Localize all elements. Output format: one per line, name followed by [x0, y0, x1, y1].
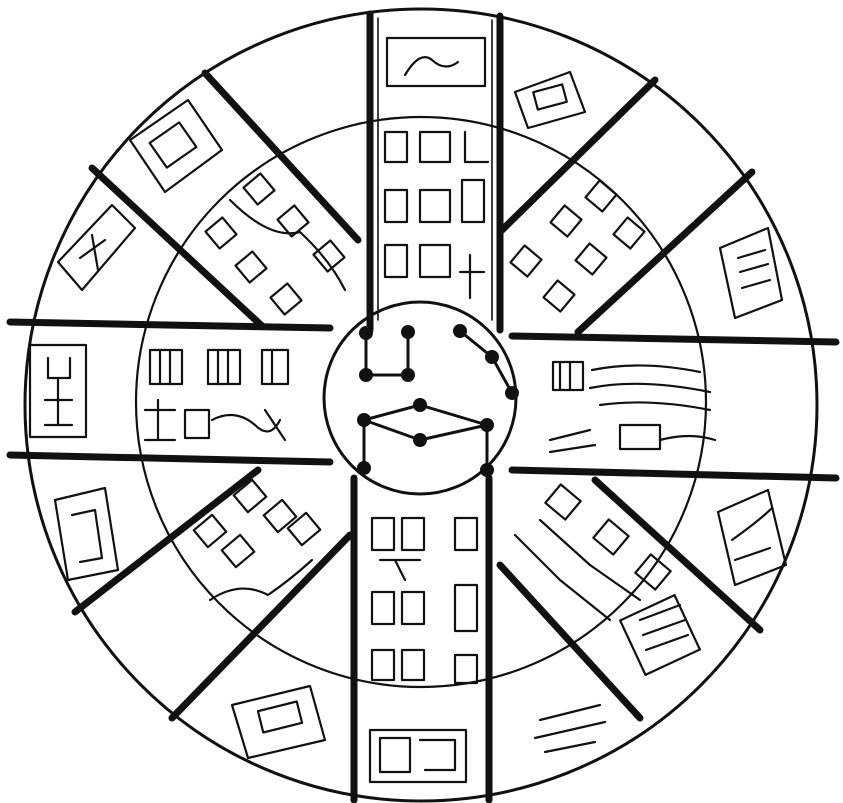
- glyph-left-lower: [55, 488, 118, 580]
- glyph-right-band: [553, 362, 583, 390]
- constellation-right-chain: [460, 331, 512, 393]
- constellation-dot-3: [359, 368, 373, 382]
- inner-bottom-right-panel: [515, 484, 700, 674]
- glyph-top-left: [130, 100, 222, 192]
- glyph-right-upper: [720, 228, 782, 318]
- constellation-dot-11: [413, 433, 427, 447]
- glyph-bottom-left: [232, 686, 325, 758]
- constellation-dot-5: [453, 324, 467, 338]
- glyph-right-lower: [718, 490, 786, 585]
- inner-bottom-panel: [372, 518, 477, 683]
- constellation-left-chain: [366, 332, 408, 375]
- constellation-dot-4: [401, 368, 415, 382]
- constellation-dot-1: [359, 326, 373, 340]
- spoke-ne-b: [578, 172, 752, 332]
- constellation-dot-9: [413, 398, 427, 412]
- constellation-dot-8: [357, 413, 371, 427]
- diagonal-spokes: [75, 73, 760, 718]
- constellation-dot-10: [480, 418, 494, 432]
- spoke-sw-b: [172, 535, 350, 718]
- glyph-bottom-right: [535, 705, 605, 752]
- inner-top-panel: [385, 132, 488, 298]
- constellation-dot-7: [505, 386, 519, 400]
- constellation-dot-13: [480, 463, 494, 477]
- constellation-dot-2: [401, 325, 415, 339]
- inner-left-panel: [145, 350, 288, 440]
- constellation-dots: [357, 324, 519, 477]
- glyph-top-right: [515, 72, 585, 128]
- constellation-dot-12: [357, 461, 371, 475]
- glyph-left-upper: [58, 205, 135, 290]
- constellation-dot-6: [485, 350, 499, 364]
